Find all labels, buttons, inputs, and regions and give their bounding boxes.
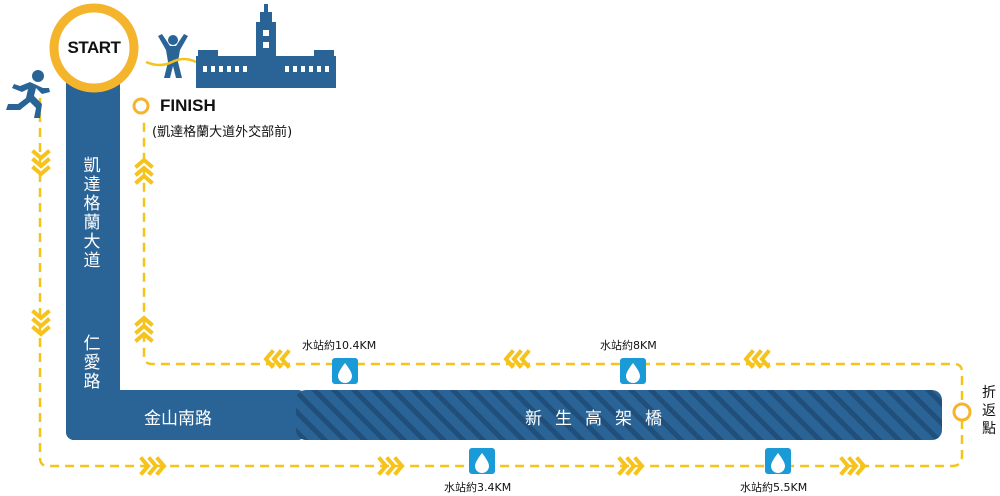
presidential-building-icon bbox=[196, 4, 336, 88]
water-station-label: 水站約10.4KM bbox=[302, 339, 377, 352]
route-return-dash bbox=[142, 122, 964, 400]
finish-label: FINISH bbox=[160, 96, 216, 115]
water-station-label: 水站約8KM bbox=[600, 339, 657, 352]
finish-location: (凱達格蘭大道外交部前) bbox=[152, 125, 293, 140]
water-drop-icon bbox=[332, 358, 358, 384]
start-circle bbox=[49, 3, 139, 93]
road-label-renai: 仁愛路 bbox=[83, 334, 101, 392]
road-label-xinsheng: 新生高架橋 bbox=[525, 409, 675, 429]
runner-icon bbox=[6, 70, 50, 118]
water-drop-icon bbox=[765, 448, 791, 474]
finish-marker bbox=[132, 97, 150, 115]
road-label-jinshan-south: 金山南路 bbox=[144, 409, 212, 429]
start-label: START bbox=[67, 38, 121, 57]
road-network bbox=[66, 70, 942, 440]
chevron-arrow-icon bbox=[134, 157, 154, 343]
route-outbound-dash bbox=[38, 98, 964, 468]
chevron-arrow-icon bbox=[139, 456, 867, 476]
water-drop-icon bbox=[469, 448, 495, 474]
finish-runner-icon bbox=[145, 34, 197, 78]
chevron-arrow-icon bbox=[31, 149, 51, 337]
chevron-arrow-icon bbox=[263, 349, 771, 369]
water-drop-icon bbox=[620, 358, 646, 384]
turnaround-label: 折返點 bbox=[982, 385, 996, 437]
road-ketagalan-blue bbox=[66, 70, 120, 440]
water-station-label: 水站約3.4KM bbox=[444, 481, 512, 494]
turnaround-marker bbox=[952, 402, 972, 422]
road-label-ketagalan: 凱達格蘭大道 bbox=[83, 156, 101, 271]
road-xinsheng-hatched bbox=[296, 390, 942, 440]
road-jinshan-blue bbox=[66, 390, 306, 440]
water-station-label: 水站約5.5KM bbox=[740, 481, 808, 494]
